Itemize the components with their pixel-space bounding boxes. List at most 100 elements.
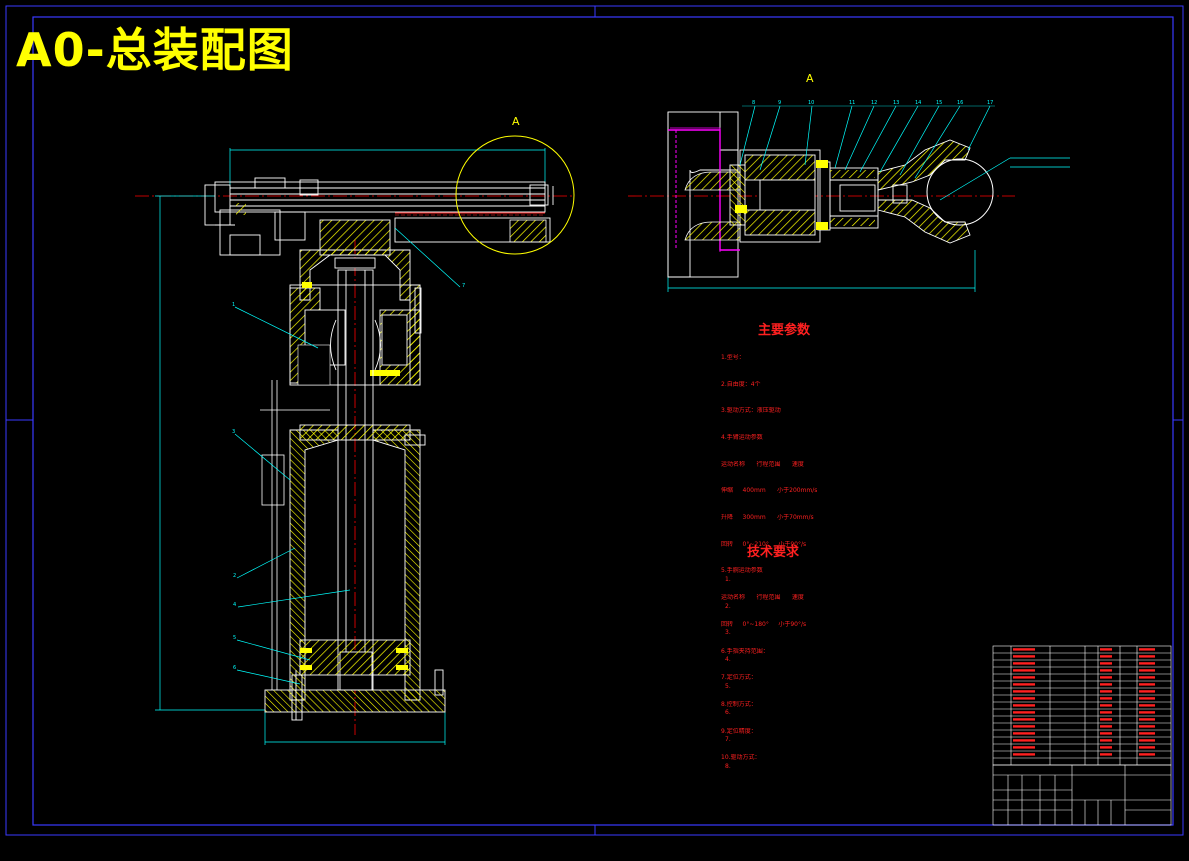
param-line: 9.定位精度： [721, 727, 757, 735]
param-line: 6.手指夹持范围： [721, 647, 769, 655]
parts-list-entry-mark [1100, 683, 1112, 686]
svg-text:5: 5 [233, 635, 236, 641]
main-params-list: 1.型号： 2.自由度：4个 3.驱动方式：液压驱动 4.手臂运动参数 运动名称… [721, 336, 817, 772]
tech-req-list: 1. 2. 3. 4. 5. 6. 7. 8. [725, 558, 731, 861]
req-line: 5. [725, 682, 731, 690]
parts-list-entry-mark [1139, 676, 1155, 679]
svg-text:10: 10 [808, 100, 814, 106]
param-line: 1.型号： [721, 353, 745, 361]
parts-list-entry-mark [1013, 662, 1035, 665]
req-line [725, 789, 731, 798]
param-line: 回转 0°~210° 小于90°/s [721, 540, 807, 548]
parts-list-entry-mark [1100, 739, 1112, 742]
svg-text:6: 6 [233, 665, 236, 671]
parts-list-entry-mark [1100, 732, 1112, 735]
circle-view-label: A [512, 115, 520, 128]
parts-list-entry-mark [1013, 690, 1035, 693]
parts-list-entry-mark [1139, 753, 1155, 756]
parts-list-entry-mark [1139, 683, 1155, 686]
req-line: 7. [725, 736, 731, 744]
svg-text:7: 7 [462, 283, 465, 289]
svg-text:3: 3 [232, 429, 235, 435]
parts-list-entry-mark [1013, 697, 1035, 700]
req-line: 8. [725, 762, 731, 770]
parts-list-entry-mark [1139, 718, 1155, 721]
parts-list-entry-mark [1100, 711, 1112, 714]
parts-list-entry-mark [1013, 669, 1035, 672]
parts-list-entry-mark [1139, 662, 1155, 665]
drawing-canvas: 1 3 2 4 5 6 7 [5, 5, 1184, 836]
parts-list-entry-mark [1139, 732, 1155, 735]
parts-list-entry-mark [1139, 725, 1155, 728]
param-line: 回转 0°~180° 小于90°/s [721, 620, 807, 628]
parts-list-entry-mark [1100, 648, 1112, 651]
parts-list-table [992, 645, 1172, 766]
req-line: 3. [725, 629, 731, 637]
parts-list-entry-mark [1139, 669, 1155, 672]
parts-list-entry-mark [1139, 655, 1155, 658]
parts-list-entry-mark [1139, 697, 1155, 700]
parts-list-entry-mark [1139, 711, 1155, 714]
drawing-title: A0-总装配图 [16, 23, 294, 77]
svg-text:15: 15 [936, 100, 942, 106]
param-line: 伸缩 400mm 小于200mm/s [721, 487, 818, 495]
parts-list-entry-mark [1139, 739, 1155, 742]
tech-req-title: 技术要求 [747, 545, 800, 560]
parts-list-entries [1013, 648, 1155, 756]
param-line: 3.驱动方式：液压驱动 [721, 407, 781, 415]
req-line: 4. [725, 655, 731, 663]
req-line [725, 816, 731, 825]
detail-a-view: 8 9 10 11 12 13 14 15 16 17 [628, 100, 1070, 292]
svg-text:4: 4 [233, 602, 236, 608]
param-line: 10.驱动方式： [721, 754, 761, 762]
parts-list-entry-mark [1139, 704, 1155, 707]
title-block [992, 764, 1172, 826]
detail-view-label: A [806, 72, 814, 85]
parts-list-entry-mark [1139, 746, 1155, 749]
req-line: 6. [725, 709, 731, 717]
req-line [725, 843, 731, 852]
svg-text:8: 8 [752, 100, 755, 106]
parts-list-entry-mark [1139, 690, 1155, 693]
parts-list-entry-mark [1100, 697, 1112, 700]
svg-text:17: 17 [987, 100, 993, 106]
parts-list-entry-mark [1100, 753, 1112, 756]
parts-list-entry-mark [1139, 648, 1155, 651]
parts-list-entry-mark [1100, 662, 1112, 665]
svg-text:1: 1 [232, 302, 235, 308]
parts-list-entry-mark [1100, 676, 1112, 679]
parts-list-entry-mark [1013, 648, 1035, 651]
parts-list-entry-mark [1013, 683, 1035, 686]
parts-list-entry-mark [1013, 718, 1035, 721]
parts-list-entry-mark [1100, 725, 1112, 728]
param-line: 4.手臂运动参数 [721, 433, 763, 441]
main-assembly-view: 1 3 2 4 5 6 7 [135, 135, 575, 745]
parts-list-entry-mark [1100, 746, 1112, 749]
param-line: 2.自由度：4个 [721, 380, 761, 388]
param-line: 8.控制方式： [721, 700, 757, 708]
req-line: 2. [725, 602, 731, 610]
parts-list-entry-mark [1013, 655, 1035, 658]
svg-text:12: 12 [871, 100, 877, 106]
svg-text:16: 16 [957, 100, 963, 106]
parts-list-entry-mark [1013, 753, 1035, 756]
svg-text:13: 13 [893, 100, 899, 106]
parts-list-entry-mark [1100, 718, 1112, 721]
parts-list-entry-mark [1100, 704, 1112, 707]
svg-text:11: 11 [849, 100, 855, 106]
svg-text:2: 2 [233, 573, 236, 579]
main-params-title: 主要参数 [758, 323, 811, 338]
parts-list-entry-mark [1100, 669, 1112, 672]
svg-text:14: 14 [915, 100, 921, 106]
parts-list-entry-mark [1013, 725, 1035, 728]
param-line: 运动名称 行程范围 速度 [721, 594, 804, 602]
param-line: 7.定位方式： [721, 674, 757, 682]
param-line: 5.手腕运动参数 [721, 567, 763, 575]
parts-list-entry-mark [1013, 711, 1035, 714]
parts-list-entry-mark [1013, 676, 1035, 679]
req-line: 1. [725, 575, 731, 583]
param-line: 运动名称 行程范围 速度 [721, 460, 804, 468]
param-line: 升降 300mm 小于70mm/s [721, 514, 814, 522]
drawing-frame [5, 5, 1184, 836]
parts-list-entry-mark [1013, 739, 1035, 742]
